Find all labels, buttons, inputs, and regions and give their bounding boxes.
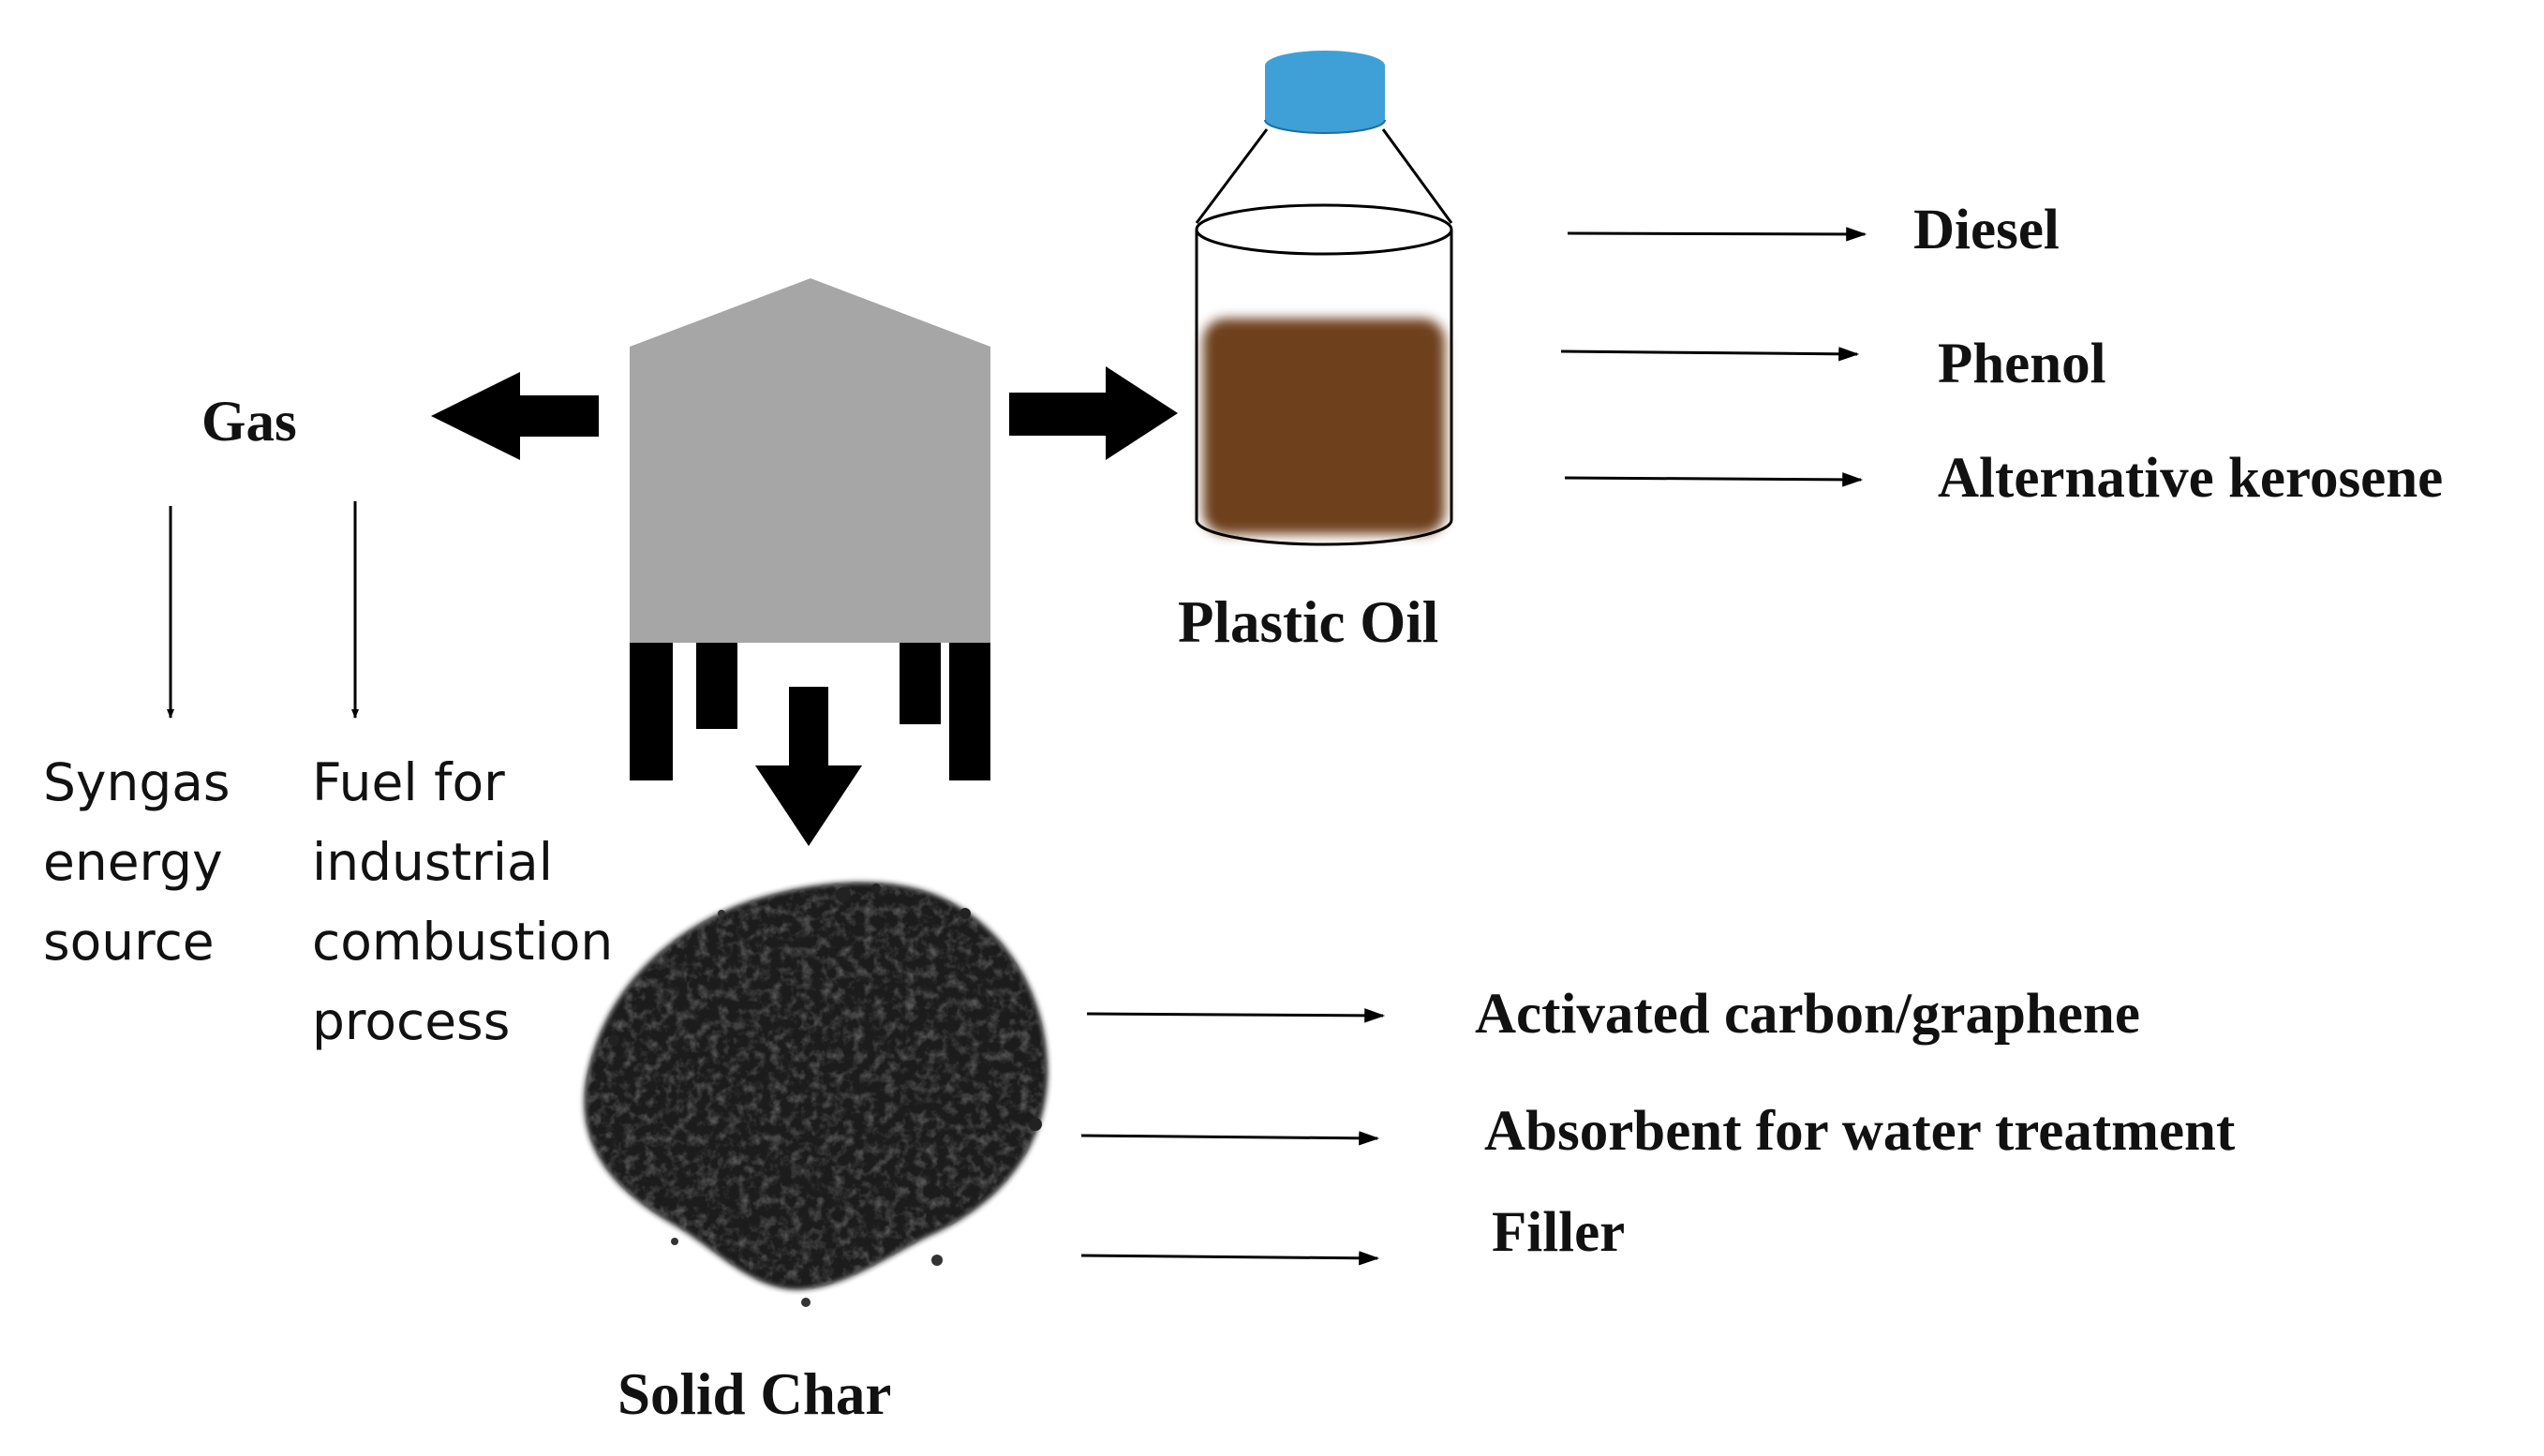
gas-use-fuel: Fuel for industrial combustion process [312, 752, 630, 1051]
product-absorbent-water-treatment: Absorbent for water treatment [1484, 1100, 2236, 1163]
gas-use-syngas: Syngas energy source [43, 752, 246, 972]
product-activated-carbon-graphene: Activated carbon/graphene [1475, 983, 2140, 1046]
bottle-mouth [1195, 203, 1453, 256]
arrow-to-plastic-oil [1009, 366, 1178, 460]
reactor-leg [630, 643, 673, 780]
reactor-leg [900, 643, 941, 724]
solid-char-image [584, 882, 1049, 1307]
bottle-cap [1265, 66, 1385, 133]
gas-group: Gas Syngas energy source Fuel for indust… [43, 391, 630, 1051]
arrow-to-solid-char [755, 687, 862, 846]
gas-use-line: industrial [312, 832, 553, 892]
product-diesel: Diesel [1913, 199, 2060, 261]
gas-use-line: Syngas [43, 752, 231, 812]
plastic-oil-label: Plastic Oil [1178, 589, 1438, 655]
gas-use-line: Fuel for [312, 752, 505, 812]
reactor-body [630, 278, 990, 643]
arrow-to-kerosene [1564, 472, 1864, 487]
gas-label: Gas [201, 391, 297, 453]
arrow-to-activated-carbon [1086, 1008, 1386, 1023]
reactor-leg [949, 643, 990, 780]
solid-char-label: Solid Char [617, 1361, 891, 1427]
gas-use-line: combustion [312, 912, 613, 972]
gas-use-line: process [312, 991, 510, 1051]
arrow-to-gas [431, 372, 599, 460]
arrow-to-absorbent [1080, 1131, 1380, 1146]
arrow-to-phenol [1560, 347, 1860, 362]
plastic-oil-bottle-icon [1195, 51, 1453, 546]
gas-use-line: energy [43, 832, 223, 892]
bottle-oil [1203, 319, 1445, 534]
bottle-cap-top [1265, 51, 1385, 81]
product-alternative-kerosene: Alternative kerosene [1938, 447, 2443, 510]
arrow-to-filler [1080, 1251, 1380, 1266]
arrow-to-diesel [1567, 227, 1867, 242]
product-phenol: Phenol [1938, 333, 2106, 395]
gas-use-line: source [43, 912, 215, 972]
reactor-leg [696, 643, 737, 729]
product-filler: Filler [1492, 1201, 1625, 1264]
solid-char-products: Activated carbon/graphene Absorbent for … [1080, 983, 2236, 1266]
plastic-oil-products: Diesel Phenol Alternative kerosene [1560, 199, 2443, 510]
reactor [630, 278, 990, 780]
